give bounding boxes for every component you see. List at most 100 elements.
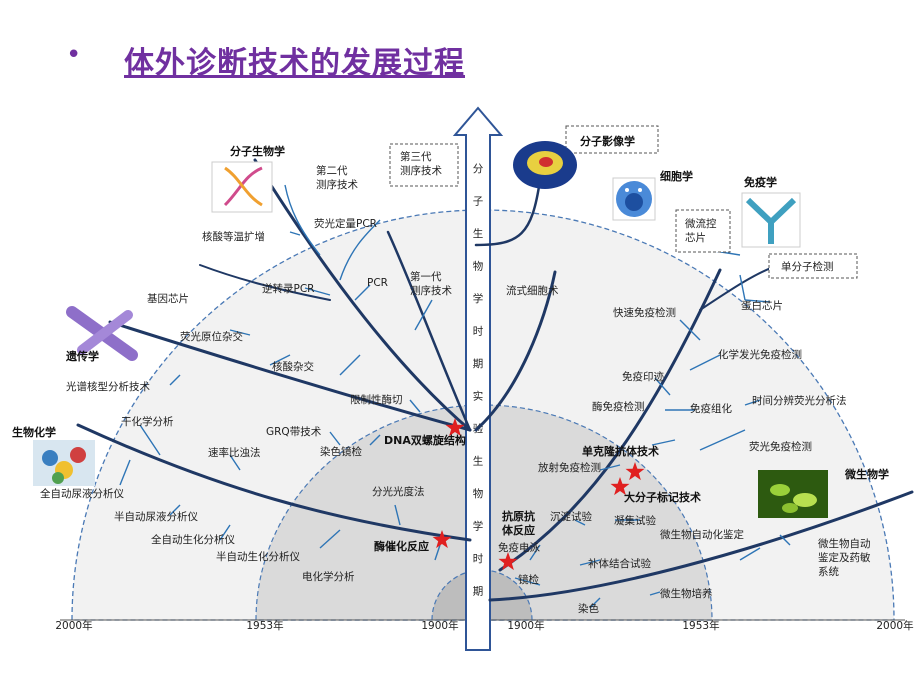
label-fia: 荧光免疫检测 <box>749 440 812 453</box>
year-axis: 2000年 1953年 1900年 1900年 1953年 2000年 <box>55 619 913 632</box>
label-first-gen-line-1: 第一代 <box>410 270 442 283</box>
title-bullet: • <box>66 40 82 70</box>
vertical-char: 时 <box>473 553 484 565</box>
label-micro-auto-line-1: 微生物自动 <box>818 537 871 550</box>
header-molecular-biology: 分子生物学 <box>230 144 285 158</box>
vertical-char: 学 <box>473 292 484 305</box>
third-gen-box <box>389 143 459 187</box>
year-label: 2000年 <box>55 619 92 632</box>
label-rt-pcr: 逆转录PCR <box>262 282 314 295</box>
milestone-star <box>445 418 465 437</box>
label-third-gen-line-1: 第三代 <box>400 150 432 163</box>
vertical-char: 子 <box>473 196 484 208</box>
label-rapid-immuno: 快速免疫检测 <box>613 306 676 319</box>
label-macro-label: 大分子标记技术 <box>624 490 701 504</box>
label-staining: 染色镜检 <box>320 445 362 458</box>
label-gene-chip: 基因芯片 <box>147 292 189 305</box>
label-culture: 微生物培养 <box>660 587 713 600</box>
label-microscopy: 镜检 <box>518 573 539 586</box>
single-molecule-box <box>768 253 858 279</box>
label-flow-chip-line-1: 微流控 <box>685 217 717 230</box>
label-immunoblot: 免疫印迹 <box>622 370 664 383</box>
label-flow-chip-line-2: 芯片 <box>685 231 706 244</box>
microbe-icon <box>758 470 828 518</box>
year-label: 1900年 <box>421 619 458 632</box>
label-fish: 荧光原位杂交 <box>180 330 243 343</box>
label-hybridization: 核酸杂交 <box>272 360 314 373</box>
label-complement: 补体结合试验 <box>588 557 651 570</box>
vertical-char: 期 <box>473 586 484 598</box>
label-micro-auto-line-2: 鉴定及药敏 <box>818 551 871 564</box>
header-biochemistry: 生物化学 <box>12 425 56 439</box>
label-isothermal: 核酸等温扩增 <box>202 230 265 243</box>
vertical-char: 物 <box>473 487 484 500</box>
label-pcr: PCR <box>367 277 388 289</box>
label-first-gen-line-2: 测序技术 <box>410 284 452 297</box>
branch-molecular-2 <box>386 230 472 432</box>
label-dry-chem: 干化学分析 <box>121 415 174 428</box>
label-semi-biochem: 半自动生化分析仪 <box>216 550 300 563</box>
label-mab: 单克隆抗体技术 <box>582 444 659 458</box>
right-twigs <box>514 249 791 609</box>
molecular-image-icon <box>513 141 577 189</box>
label-dna-helix: DNA双螺旋结构 <box>384 433 466 447</box>
milestone-star <box>432 530 452 549</box>
dna-helix-icon <box>211 161 273 213</box>
label-protein-chip: 蛋白芯片 <box>741 299 783 312</box>
branch-gene-chip <box>199 264 331 301</box>
label-restriction: 限制性酶切 <box>350 393 403 406</box>
year-label: 1953年 <box>682 619 719 632</box>
vertical-char: 物 <box>473 260 484 273</box>
label-electrophoresis: 免疫电泳 <box>498 541 540 554</box>
label-grq: GRQ带技术 <box>266 425 322 438</box>
stars <box>432 418 645 571</box>
year-label: 1953年 <box>246 619 283 632</box>
vertical-char: 分 <box>473 163 484 175</box>
node-labels: 分子生物学分子影像学细胞学免疫学遗传学生物化学微生物学第二代测序技术第三代测序技… <box>12 134 889 615</box>
year-label: 1900年 <box>507 619 544 632</box>
label-karyotype: 光谱核型分析技术 <box>66 380 150 393</box>
label-single-molecule: 单分子检测 <box>781 260 834 273</box>
label-micro-auto-line-3: 系统 <box>818 565 839 578</box>
protein-molecule-icon <box>33 440 95 486</box>
branch-genetics <box>108 320 472 432</box>
label-ria: 放射免疫检测 <box>538 461 601 474</box>
header-cytology: 细胞学 <box>660 169 693 183</box>
vertical-char: 生 <box>473 455 484 468</box>
label-ihc: 免疫组化 <box>690 402 732 415</box>
label-second-gen-line-1: 第二代 <box>316 164 348 177</box>
label-antigen-antibody-line-1: 抗原抗 <box>502 509 535 523</box>
antibody-icon <box>741 192 801 248</box>
label-flow-cytometry: 流式细胞术 <box>506 284 559 297</box>
branch-imaging <box>474 178 542 247</box>
vertical-char: 时 <box>473 326 484 338</box>
label-second-gen-line-2: 测序技术 <box>316 178 358 191</box>
page-title: 体外诊断技术的发展过程 <box>124 46 465 81</box>
flowchip-box <box>675 209 731 253</box>
label-rate-turbid: 速率比浊法 <box>208 446 261 459</box>
branch-cell <box>474 270 557 432</box>
label-auto-biochem: 全自动生化分析仪 <box>151 533 235 546</box>
milestone-star <box>625 462 645 481</box>
vertical-char: 期 <box>473 358 484 370</box>
label-semi-urine: 半自动尿液分析仪 <box>114 510 198 523</box>
label-auto-identify: 微生物自动化鉴定 <box>660 528 744 541</box>
label-chemilum: 化学发光免疫检测 <box>718 348 802 361</box>
cell-icon <box>612 177 656 221</box>
vertical-char: 学 <box>473 520 484 533</box>
label-precipitation: 沉淀试验 <box>550 510 592 523</box>
label-antigen-antibody-line-2: 体反应 <box>502 523 535 537</box>
label-electrochem: 电化学分析 <box>302 570 355 583</box>
year-label: 2000年 <box>876 619 913 632</box>
branch-micro <box>488 490 914 602</box>
header-immunology: 免疫学 <box>744 175 777 189</box>
label-spectro: 分光光度法 <box>372 485 425 498</box>
label-third-gen-line-2: 测序技术 <box>400 164 442 177</box>
branch-immuno <box>498 268 722 572</box>
label-qpcr: 荧光定量PCR <box>314 217 377 230</box>
left-twigs <box>119 184 441 561</box>
branch-biochem <box>76 423 472 542</box>
label-eia: 酶免疫检测 <box>592 400 645 413</box>
imaging-box <box>565 125 659 154</box>
